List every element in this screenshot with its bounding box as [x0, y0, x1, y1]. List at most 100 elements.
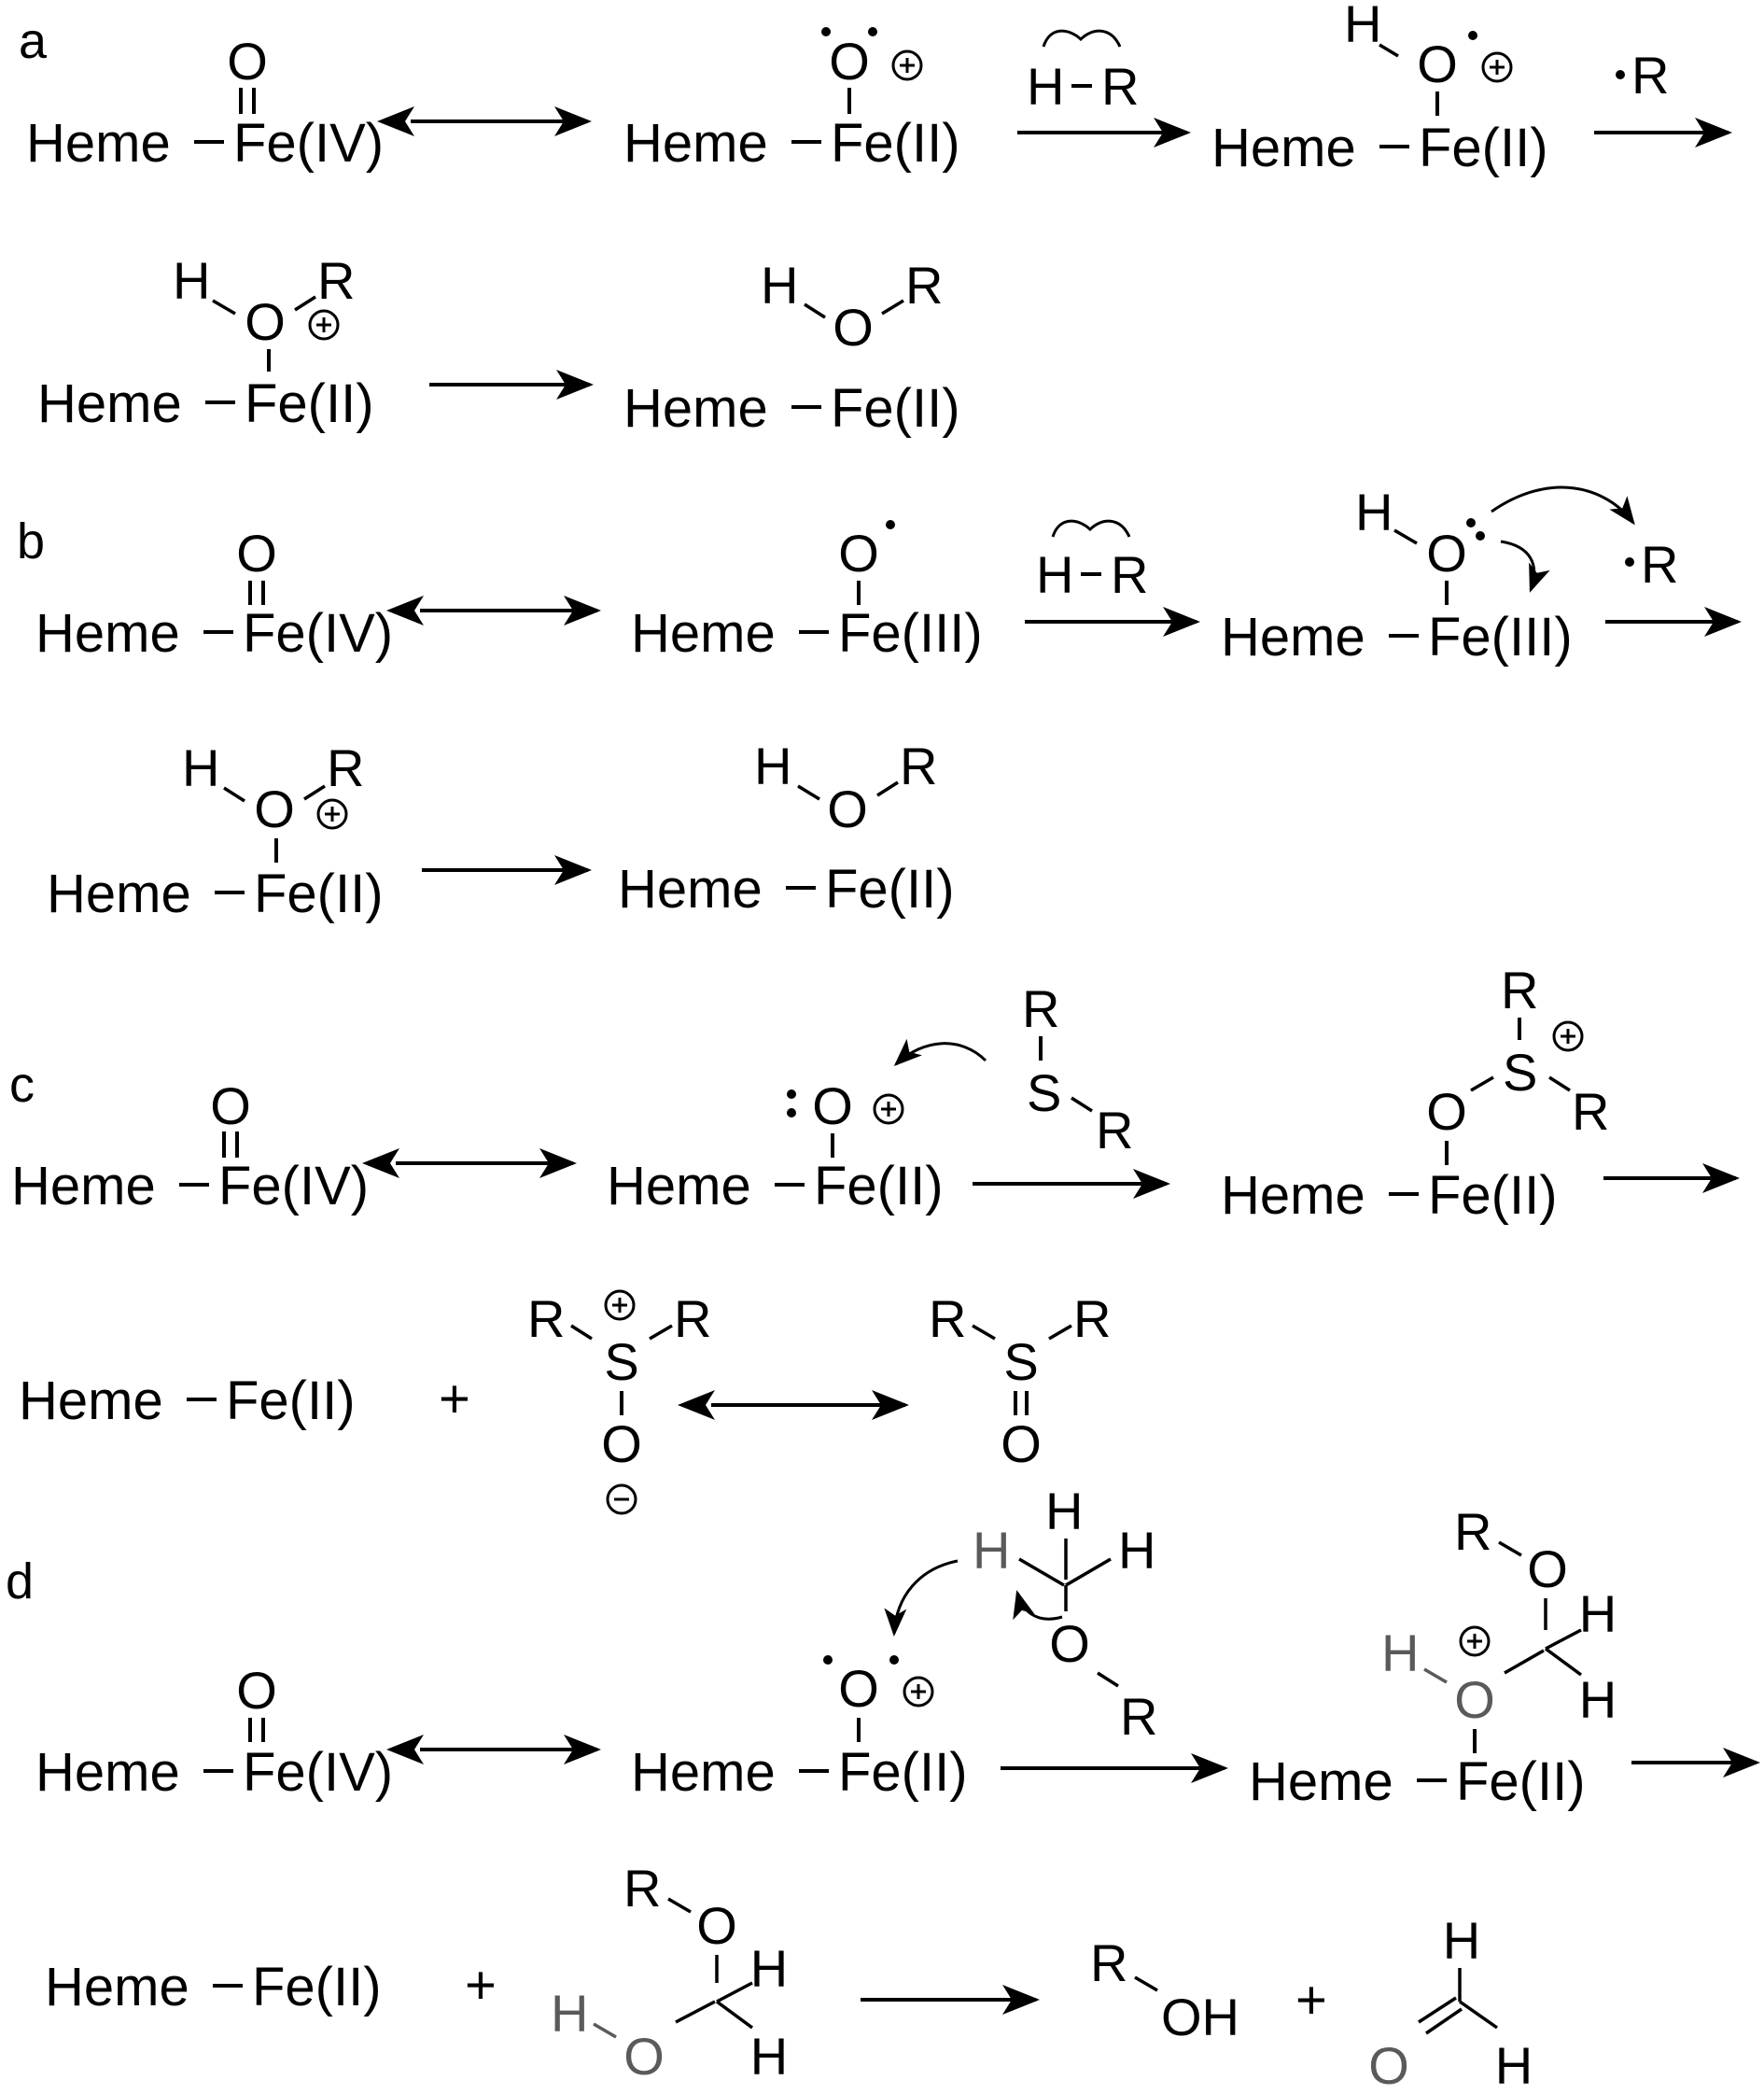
bond — [715, 2000, 754, 2030]
curved-arrow-icon — [1491, 485, 1635, 526]
structure-b4: H O R Heme Fe(II) — [47, 738, 384, 924]
oxygen-atom: O — [1049, 1614, 1090, 1673]
heme-label: Heme — [623, 378, 768, 439]
structure-a4: H O R Heme Fe(II) — [37, 251, 374, 434]
heme-label: Heme — [1221, 607, 1365, 668]
structure-c2: Heme Fe(II) O — [607, 1076, 944, 1216]
panel-c: c Heme Fe(IV) O Heme Fe(II) O R S — [9, 961, 1740, 1515]
curved-arrow-icon — [1500, 540, 1550, 593]
oxygen-atom: O — [1368, 2036, 1409, 2094]
r-group: R — [674, 1289, 711, 1348]
structure-a5: H O R Heme Fe(II) — [623, 256, 960, 439]
oxygen-atom: O — [236, 524, 277, 583]
panel-label-a: a — [19, 13, 48, 69]
hydrogen-atom: H — [1118, 1521, 1155, 1580]
structure-d2: Heme Fe(II) O — [631, 1655, 968, 1803]
bond — [1498, 1540, 1522, 1557]
iron-label: Fe(II) — [226, 1370, 356, 1431]
oxygen-atom: O — [1527, 1539, 1568, 1598]
bond — [1018, 1557, 1065, 1587]
bond — [649, 1324, 673, 1341]
oxygen-atom: O — [236, 1661, 277, 1720]
oxygen-atom: O — [254, 780, 295, 838]
oxygen-atom: O — [838, 1659, 879, 1718]
heme-label: Heme — [631, 1742, 776, 1803]
iron-label: Fe(II) — [838, 1742, 968, 1803]
structure-a1: Heme Fe(IV) O — [26, 32, 384, 174]
iron-label: Fe(II) — [1456, 1751, 1586, 1812]
hydrogen-atom: H — [1443, 1911, 1480, 1970]
r-group: R — [900, 737, 937, 795]
r-group: R — [1073, 1289, 1111, 1348]
heme-label: Heme — [47, 864, 191, 924]
alcohol-product: R OH — [1090, 1933, 1239, 2046]
positive-charge-icon — [1481, 51, 1513, 83]
positive-charge-icon — [891, 49, 923, 81]
positive-charge-icon — [604, 1289, 636, 1321]
heme-label: Heme — [618, 859, 763, 920]
bond — [876, 780, 899, 797]
hydrogen-atom: H — [1579, 1670, 1617, 1729]
iron-label: Fe(II) — [252, 1957, 382, 2017]
sulfur-atom: S — [1503, 1043, 1537, 1102]
r-group: R — [623, 1859, 661, 1918]
structure-b2: Heme Fe(III) O — [631, 520, 983, 664]
iron-label: Fe(IV) — [243, 1742, 393, 1803]
oxygen-atom: O — [1417, 35, 1458, 93]
bond — [1423, 1667, 1448, 1684]
hydrogen-atom: H — [1027, 57, 1064, 116]
curved-arrow-icon — [1013, 1590, 1063, 1621]
sulfoxide-charge-separated: R S R O — [527, 1289, 711, 1515]
structure-c4: Heme Fe(II) — [19, 1370, 356, 1431]
r-group: R — [1022, 979, 1059, 1038]
heme-label: Heme — [1221, 1165, 1365, 1226]
hydrogen-atom: H — [754, 737, 791, 795]
r-group: R — [1572, 1082, 1609, 1141]
hydrogen-atom: H — [1579, 1584, 1617, 1643]
heme-label: Heme — [607, 1156, 751, 1216]
oxygen-atom: O — [1426, 524, 1467, 583]
oxygen-atom: O — [227, 32, 268, 91]
hydrogen-atom: H — [1344, 0, 1381, 53]
bond — [1065, 1557, 1112, 1587]
oxygen-atom: O — [1426, 1082, 1467, 1141]
panel-label-b: b — [17, 513, 45, 569]
positive-charge-icon — [1552, 1020, 1584, 1052]
positive-charge-icon — [316, 798, 348, 830]
hydrogen-atom: H — [750, 2027, 788, 2086]
hydrogen-atom: H — [750, 1939, 788, 1998]
radical-dot — [1625, 557, 1634, 567]
radical-r-a: R — [1594, 46, 1732, 148]
thioether-reagent: R S R — [893, 979, 1170, 1199]
hydrogen-atom: H — [973, 1521, 1010, 1580]
plus-sign: + — [465, 1955, 497, 2016]
structure-b3: H O Heme Fe(III) — [1221, 483, 1635, 668]
structure-a2: Heme Fe(II) O — [623, 27, 960, 174]
iron-label: Fe(IV) — [218, 1156, 369, 1216]
panel-label-c: c — [9, 1057, 35, 1113]
hydroxyl-group: OH — [1161, 1988, 1239, 2046]
double-bond — [1418, 1996, 1457, 2024]
curved-arrow-icon — [893, 1038, 987, 1067]
radical-dot — [1616, 70, 1625, 79]
bond — [223, 786, 245, 803]
hydrogen-atom: H — [1036, 545, 1073, 604]
sulfoxide-neutral: R S R O — [929, 1289, 1111, 1473]
oxygen-atom: O — [829, 32, 870, 91]
lone-pair-dot — [1466, 518, 1476, 527]
sulfur-atom: S — [1027, 1063, 1061, 1122]
r-group: R — [905, 256, 943, 315]
methyl-ether-reagent: H H H O R — [884, 1482, 1228, 1783]
bond — [294, 295, 316, 312]
bond — [1071, 1096, 1093, 1113]
radical-dot — [889, 1655, 899, 1665]
r-group: R — [1090, 1933, 1127, 1992]
heme-label: Heme — [26, 113, 171, 174]
heme-label: Heme — [1211, 118, 1356, 178]
hydrogen-atom: H — [1495, 2036, 1533, 2094]
heme-label: Heme — [1249, 1751, 1393, 1812]
r-radical: R — [1641, 535, 1678, 594]
structure-d4: Heme Fe(II) — [45, 1957, 382, 2017]
iron-label: Fe(IV) — [233, 113, 384, 174]
